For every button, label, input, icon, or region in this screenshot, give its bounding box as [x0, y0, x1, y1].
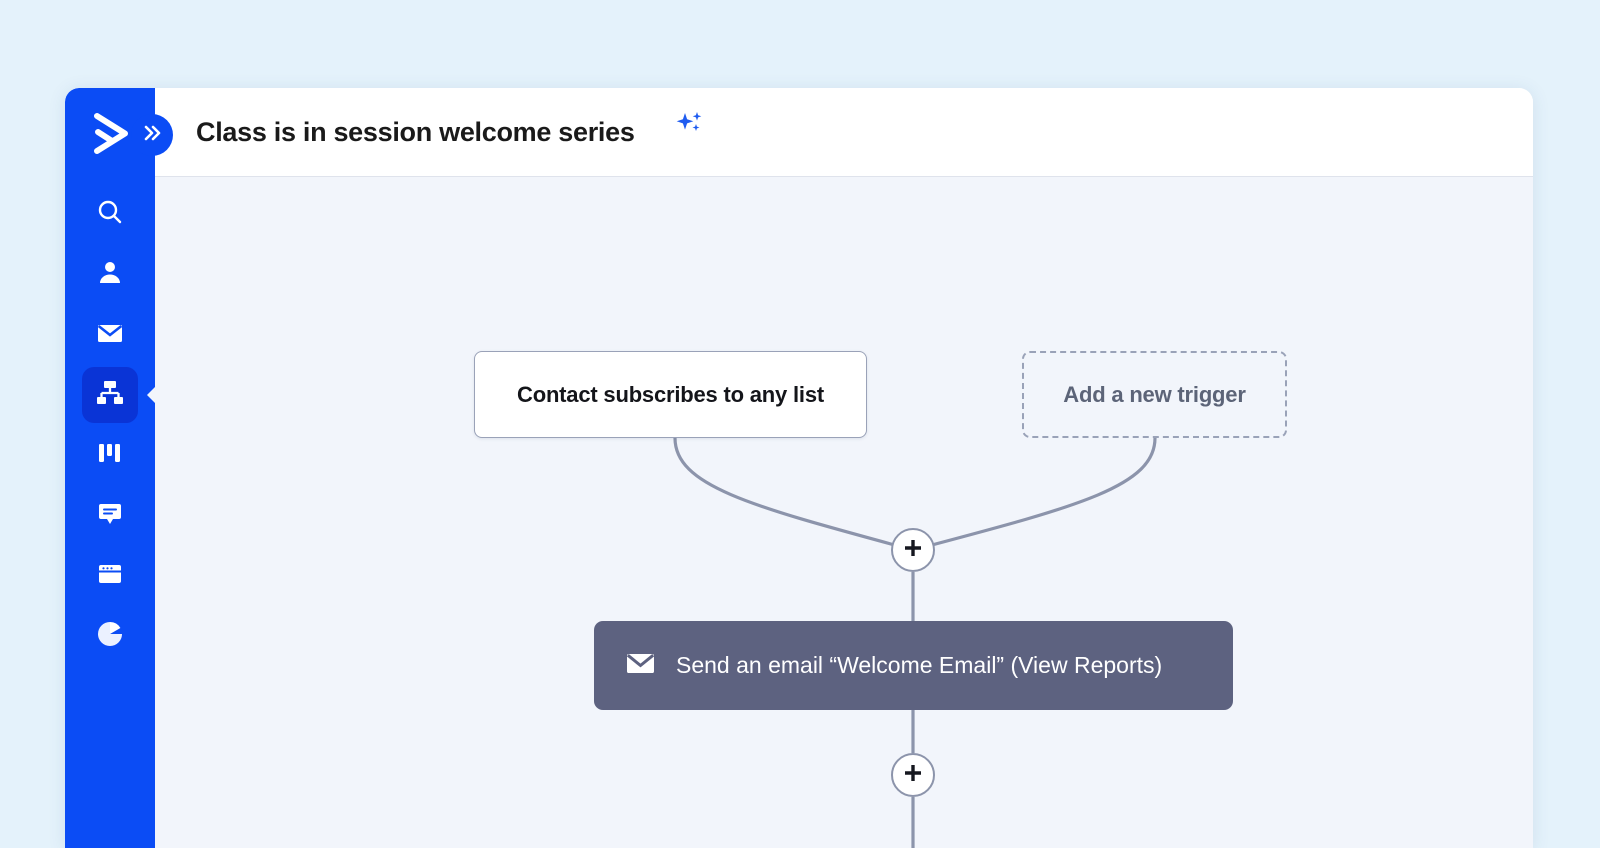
sidebar-item-website[interactable]: [82, 548, 138, 604]
deals-columns-icon: [96, 439, 124, 472]
chat-bubble-icon: [96, 499, 124, 532]
node-label: Add a new trigger: [1063, 381, 1246, 407]
contact-icon: [96, 258, 124, 291]
node-label: Send an email “Welcome Email” (View Repo…: [676, 652, 1163, 678]
node-trigger-contact-subscribes[interactable]: Contact subscribes to any list: [474, 351, 867, 438]
sidebar-item-deals[interactable]: [82, 427, 138, 483]
activecampaign-logo[interactable]: [85, 108, 137, 160]
app-header: Class is in session welcome series: [155, 88, 1533, 177]
plus-icon: [902, 762, 924, 789]
expand-sidebar-button[interactable]: [131, 114, 173, 156]
sidebar-item-conversations[interactable]: [82, 487, 138, 543]
add-step-button-top[interactable]: [891, 528, 935, 572]
plus-icon: [902, 537, 924, 564]
sidebar-item-campaigns[interactable]: [82, 307, 138, 363]
sidebar-item-reports[interactable]: [82, 608, 138, 664]
add-step-button-middle[interactable]: [891, 753, 935, 797]
sidebar-item-search[interactable]: [82, 186, 138, 242]
flow-connectors: [673, 436, 1157, 848]
chevron-double-right-icon: [141, 122, 163, 149]
pie-chart-icon: [96, 620, 124, 653]
app-window: Class is in session welcome series Conta…: [65, 88, 1533, 848]
sitemap-icon: [95, 378, 125, 413]
website-icon: [96, 560, 124, 593]
sidebar-item-automations[interactable]: [82, 367, 138, 423]
sidebar-item-contacts[interactable]: [82, 246, 138, 302]
envelope-icon: [624, 647, 657, 685]
page-title: Class is in session welcome series: [196, 117, 635, 147]
ai-sparkle-icon[interactable]: [673, 110, 707, 149]
automation-canvas[interactable]: Contact subscribes to any list Add a new…: [155, 177, 1533, 848]
sidebar: [65, 88, 173, 848]
envelope-icon: [96, 319, 124, 352]
node-add-new-trigger[interactable]: Add a new trigger: [1022, 351, 1287, 438]
node-label: Contact subscribes to any list: [517, 381, 824, 407]
node-send-email[interactable]: Send an email “Welcome Email” (View Repo…: [594, 621, 1233, 710]
search-icon: [95, 197, 125, 232]
active-nav-pointer: [147, 382, 160, 408]
